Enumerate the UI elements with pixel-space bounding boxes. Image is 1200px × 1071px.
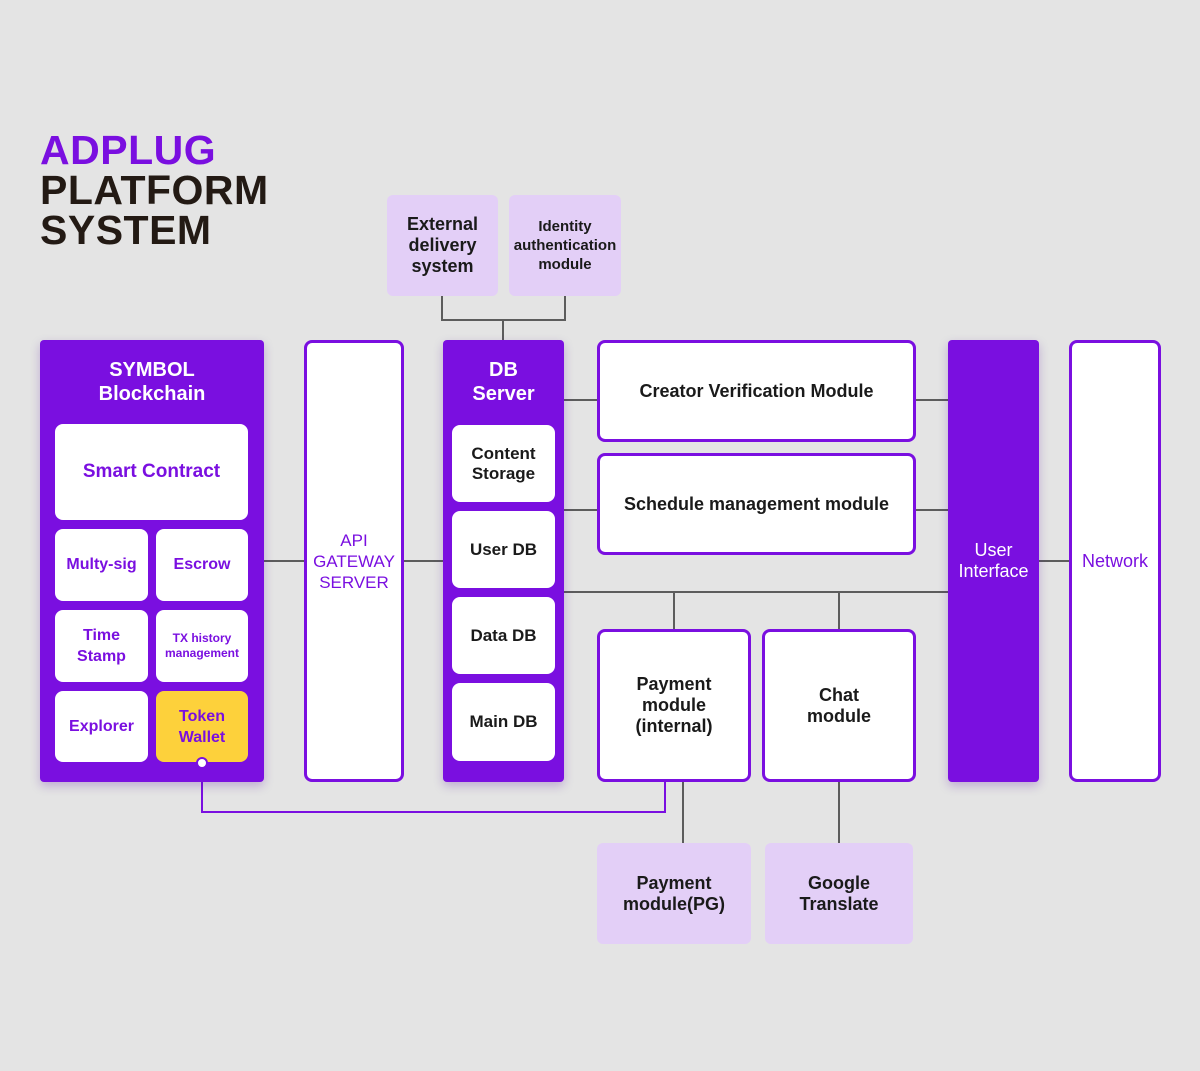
db-server-title-line-2: Server [472,383,535,405]
connector-payment-pg [682,781,684,843]
user-interface-label-2: Interface [958,561,1029,581]
tx-history-management-box: TX history management [156,610,248,682]
blockchain-title-line-2: Blockchain [98,383,206,405]
payment-module-internal: Payment module (internal) [597,629,751,782]
payment-pg-label-1: Payment [636,872,712,893]
google-translate: Google Translate [765,843,913,944]
api-gateway-server: API GATEWAY SERVER [304,340,404,782]
data-db-label: Data DB [470,625,537,645]
main-db-box: Main DB [452,683,555,761]
connector-db-schedule [563,509,599,511]
connector-wallet-horizontal [201,811,666,813]
connector-wallet-down [201,768,203,813]
external-delivery-label-1: External [406,214,479,234]
identity-label-1: Identity [538,218,592,235]
chat-label-2: module [806,705,871,726]
explorer-label: Explorer [69,717,134,735]
time-stamp-box: Time Stamp [55,610,148,682]
user-db-box: User DB [452,511,555,588]
google-translate-label-2: Translate [799,893,879,914]
connector-external-to-db [502,319,504,341]
title-platform: PLATFORM [40,167,269,213]
payment-internal-label-2: module [641,695,706,715]
user-db-label: User DB [469,539,538,559]
network-box: Network [1069,340,1161,782]
connector-schedule-ui [915,509,950,511]
identity-authentication-module: Identity authentication module [509,195,621,296]
tx-history-label-2: management [164,646,240,660]
time-stamp-label-2: Stamp [77,648,126,665]
identity-label-2: authentication [513,237,617,254]
payment-pg-label-2: module(PG) [623,893,725,914]
connector-creator-ui [915,399,950,401]
explorer-box: Explorer [55,691,148,762]
token-wallet-label-2: Wallet [178,728,226,746]
connector-ui-network [1038,560,1070,562]
multisig-box: Multy-sig [55,529,148,601]
schedule-management-module: Schedule management module [597,453,916,555]
content-storage-label-2: Storage [471,463,536,483]
connector-db-bus [563,591,950,593]
identity-label-3: module [538,256,592,273]
token-wallet-label-1: Token [179,707,225,725]
google-translate-label-1: Google [807,872,870,893]
connector-chat-google [838,781,840,843]
user-interface-label-1: User [974,540,1013,560]
content-storage-label-1: Content [471,443,536,463]
creator-verification-module: Creator Verification Module [597,340,916,442]
api-gateway-label-1: API [340,530,368,550]
db-server-title-line-1: DB [489,359,518,381]
escrow-label: Escrow [173,556,231,573]
connector-bus-chat [838,591,840,630]
connector-delivery-down [441,296,443,320]
user-interface-panel: User Interface [948,340,1039,782]
token-wallet-connector-dot [196,757,208,769]
connector-bus-payment [673,591,675,630]
token-wallet-box: Token Wallet [156,691,248,762]
network-label: Network [1081,550,1148,571]
connector-api-db [403,560,445,562]
data-db-box: Data DB [452,597,555,674]
smart-contract-box: Smart Contract [55,424,248,520]
escrow-box: Escrow [156,529,248,601]
content-storage-box: Content Storage [452,425,555,502]
blockchain-title-line-1: SYMBOL [109,359,195,381]
db-server-title: DB Server [443,358,564,406]
creator-verification-label: Creator Verification Module [639,380,874,401]
payment-module-pg: Payment module(PG) [597,843,751,944]
title-system: SYSTEM [40,207,212,253]
payment-internal-label-3: (internal) [635,716,713,736]
smart-contract-label: Smart Contract [82,461,221,482]
connector-db-creator [563,399,599,401]
api-gateway-label-3: SERVER [319,572,389,592]
blockchain-title: SYMBOL Blockchain [40,358,264,406]
schedule-management-label: Schedule management module [623,493,890,514]
payment-internal-label-1: Payment [636,674,712,694]
main-db-label: Main DB [469,712,538,731]
connector-identity-down [564,296,566,320]
connector-wallet-payment [664,781,666,813]
connector-blockchain-api [263,560,305,562]
external-delivery-label-2: delivery [408,235,477,255]
chat-module: Chat module [762,629,916,782]
time-stamp-label-1: Time [82,627,121,644]
external-delivery-label-3: system [411,256,474,276]
multisig-label: Multy-sig [66,556,137,573]
chat-label-1: Chat [818,684,859,705]
tx-history-label-1: TX history [172,631,232,645]
external-delivery-system: External delivery system [387,195,498,296]
title-adplug: ADPLUG [40,127,217,173]
api-gateway-label-2: GATEWAY [313,551,395,571]
